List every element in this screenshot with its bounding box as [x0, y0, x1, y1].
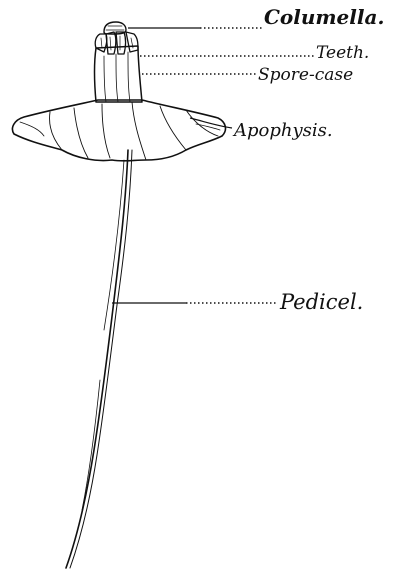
- label-columella: Columella.: [264, 5, 384, 29]
- pedicel-drawing: [66, 150, 132, 568]
- apophysis-drawing: [12, 100, 225, 161]
- label-apophysis: Apophysis.: [232, 120, 333, 141]
- label-teeth: Teeth.: [316, 43, 369, 63]
- label-spore-case: Spore-case: [258, 65, 353, 85]
- teeth-drawing: [95, 32, 138, 54]
- label-pedicel: Pedicel.: [279, 290, 363, 314]
